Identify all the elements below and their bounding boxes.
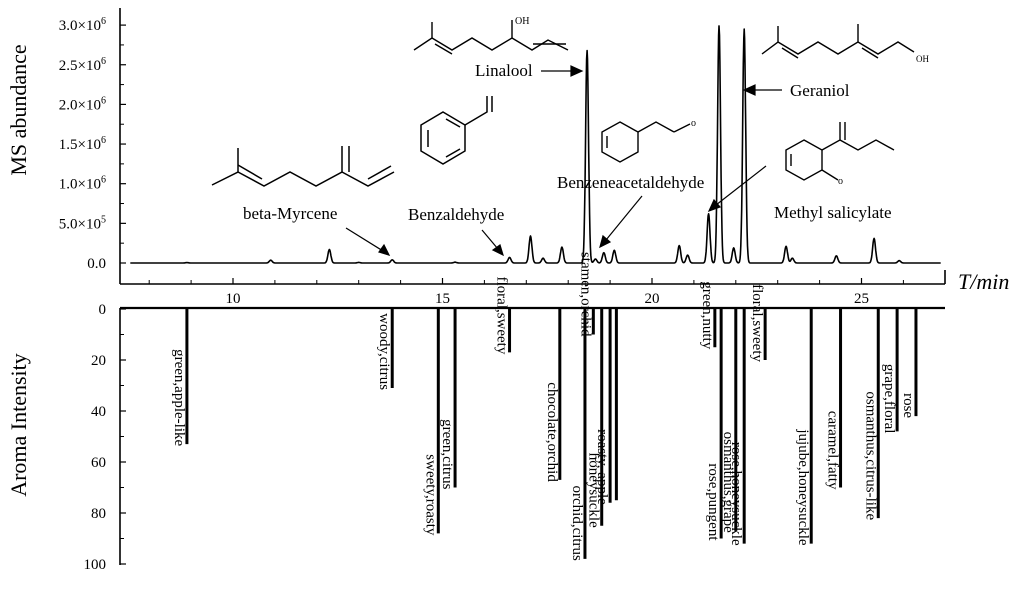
aroma-bar-label: stamen,orchid	[577, 252, 593, 337]
aroma-bar-label: green,citrus	[439, 419, 455, 490]
geraniol-oh-label: OH	[916, 54, 929, 64]
top-y-tick-label: 1.5×106	[59, 135, 106, 153]
linalool-oh-label: OH	[515, 16, 529, 27]
label-linalool: Linalool	[475, 61, 533, 80]
aroma-bar-label: sweety,roasty	[422, 454, 438, 536]
aroma-bar-label: rose,honeysuckle	[728, 442, 744, 546]
y-axis-title-aroma: Aroma Intensity	[6, 353, 31, 497]
aroma-bar-label: grape,floral	[881, 364, 897, 434]
aroma-bar-label: jujube,honeysuckle	[795, 428, 811, 546]
bottom-axes: 0 20 40 60 80 100 10 15 20 25	[84, 278, 945, 573]
label-benzaldehyde: Benzaldehyde	[408, 205, 504, 224]
x-tick-label: 20	[645, 291, 660, 307]
geraniol-structure-icon	[761, 24, 915, 59]
aroma-bar-label: caramel,fatty	[825, 411, 841, 490]
benzeneacetaldehyde-structure-icon	[601, 121, 691, 163]
top-axes: 0.0 5.0×105 1.0×106 1.5×106 2.0×106 2.5×106 3.…	[59, 8, 946, 285]
x-axis-title: T/min	[958, 269, 1009, 294]
label-beta-myrcene: beta-Myrcene	[243, 204, 337, 223]
label-benzeneacetaldehyde: Benzeneacetaldehyde	[557, 173, 704, 192]
bottom-y-tick-label: 0	[99, 302, 107, 318]
x-tick-label: 10	[226, 291, 241, 307]
aroma-bar-label: osmanthus,citrus-like	[862, 391, 878, 520]
aroma-bar-label: woody,citrus	[376, 313, 392, 390]
aroma-bar-label: rose,pungent	[705, 463, 721, 541]
top-y-ticks: 0.0 5.0×105 1.0×106 1.5×106 2.0×106 2.5×106 3.…	[59, 16, 126, 272]
top-y-tick-label: 0.0	[87, 256, 106, 272]
bottom-y-tick-label: 20	[91, 353, 106, 369]
label-methyl-salicylate: Methyl salicylate	[774, 203, 892, 222]
aroma-bars	[185, 308, 918, 559]
bottom-y-ticks: 0 20 40 60 80 100	[84, 302, 126, 573]
x-tick-label: 15	[435, 291, 450, 307]
benzeneacetaldehyde-o-label: o	[691, 118, 696, 129]
methyl-salicylate-structure-icon	[785, 122, 895, 181]
aroma-bar-label: green,nutty	[699, 281, 715, 349]
benzaldehyde-structure-icon	[420, 96, 493, 165]
top-y-tick-label: 1.0×106	[59, 175, 106, 193]
top-y-tick-label: 3.0×106	[59, 16, 106, 34]
top-y-tick-label: 5.0×105	[59, 214, 106, 232]
myrcene-structure-icon	[211, 146, 395, 187]
aroma-bar-label: rose	[900, 393, 916, 418]
aroma-bar-label: orchid,citrus	[569, 485, 585, 561]
aroma-bar-label: honeysuckle	[586, 453, 602, 528]
x-tick-label: 25	[854, 291, 869, 307]
y-axis-title-ms: MS abundance	[6, 44, 31, 175]
top-y-tick-label: 2.0×106	[59, 95, 106, 113]
peak-annotations: beta-Myrcene Benzaldehyde Linalool Benze…	[243, 61, 892, 224]
aroma-bar-label: roasty, apple	[594, 429, 610, 505]
aroma-bar-label: green,apple-like	[171, 349, 187, 446]
aroma-labels: green,apple-like woody,citrus sweety,roast…	[171, 252, 916, 561]
aroma-bar-label: chocolate,orchid	[544, 382, 560, 482]
bottom-y-tick-label: 60	[91, 455, 106, 471]
bottom-y-tick-label: 40	[91, 404, 106, 420]
bottom-y-tick-label: 80	[91, 506, 106, 522]
aroma-bar-label: osmanthus,grape	[720, 432, 736, 534]
annotation-arrows	[345, 65, 782, 257]
linalool-structure-icon	[413, 20, 569, 55]
aroma-bar-label: floral,sweety	[749, 284, 765, 362]
label-geraniol: Geraniol	[790, 81, 850, 100]
aroma-bar-label: floral,sweety	[494, 276, 510, 354]
top-y-tick-label: 2.5×106	[59, 56, 106, 74]
chromatogram-trace	[130, 25, 942, 264]
methyl-salicylate-o-label: o	[838, 176, 843, 187]
x-ticks: 10 15 20 25	[148, 278, 904, 307]
bottom-y-tick-label: 100	[84, 557, 107, 573]
